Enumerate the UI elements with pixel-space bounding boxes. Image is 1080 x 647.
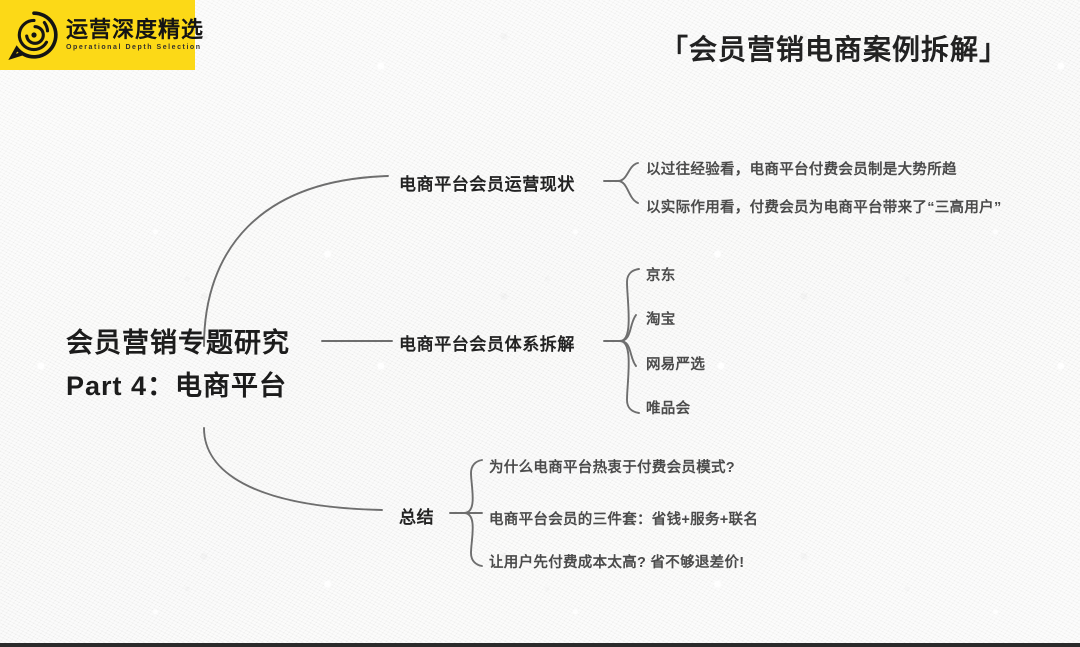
connector-branch-2-arm-1 bbox=[619, 314, 637, 342]
leaf-item-past-experience[interactable]: 以过往经验看，电商平台付费会员制是大势所趋 bbox=[646, 162, 957, 178]
branch-label-summary[interactable]: 总结 bbox=[399, 508, 435, 527]
connector-root-to-branch-3 bbox=[203, 427, 383, 511]
connector-branch-1-arm-1 bbox=[617, 180, 639, 204]
page-title: 「会员营销电商案例拆解」 bbox=[659, 34, 1008, 65]
brand-name-cn: 运营深度精选 bbox=[66, 17, 205, 43]
leaf-item-why-paid-membership[interactable]: 为什么电商平台热衷于付费会员模式? bbox=[489, 460, 735, 476]
leaf-item-actual-effect[interactable]: 以实际作用看，付费会员为电商平台带来了“三高用户” bbox=[646, 200, 1002, 216]
leaf-item-refund-difference[interactable]: 让用户先付费成本太高? 省不够退差价! bbox=[489, 555, 745, 571]
connector-branch-3-arm-0 bbox=[463, 459, 483, 514]
connector-branch-2-arm-3 bbox=[619, 340, 640, 414]
connector-branch-2-arm-0 bbox=[619, 268, 640, 342]
bottom-rule bbox=[0, 643, 1080, 647]
concentric-circles-logo-icon bbox=[8, 11, 58, 60]
branch-label-current-status[interactable]: 电商平台会员运营现状 bbox=[399, 175, 575, 194]
leaf-item-three-piece-set[interactable]: 电商平台会员的三件套：省钱+服务+联名 bbox=[489, 512, 759, 528]
branch-label-membership-system[interactable]: 电商平台会员体系拆解 bbox=[399, 335, 575, 354]
leaf-item-jd[interactable]: 京东 bbox=[646, 268, 676, 284]
brand-logo-badge: 运营深度精选 Operational Depth Selection bbox=[0, 0, 203, 70]
brand-name-en: Operational Depth Selection bbox=[66, 44, 202, 52]
leaf-item-taobao[interactable]: 淘宝 bbox=[646, 312, 676, 328]
connector-branch-1-arm-0 bbox=[617, 162, 639, 182]
connector-root-to-branch-1 bbox=[203, 175, 389, 347]
leaf-item-netease-yanxuan[interactable]: 网易严选 bbox=[646, 357, 706, 373]
root-line-2: Part 4：电商平台 bbox=[66, 370, 288, 401]
mindmap-root-node[interactable]: 会员营销专题研究 Part 4：电商平台 bbox=[66, 322, 290, 407]
leaf-item-vipshop[interactable]: 唯品会 bbox=[646, 401, 691, 417]
connector-branch-2-arm-2 bbox=[619, 340, 637, 367]
brand-logo-wordmark: 运营深度精选 Operational Depth Selection bbox=[66, 18, 204, 51]
root-line-1: 会员营销专题研究 bbox=[66, 328, 290, 358]
logo-center-dot bbox=[31, 32, 37, 38]
connector-branch-3-arm-2 bbox=[463, 512, 483, 567]
